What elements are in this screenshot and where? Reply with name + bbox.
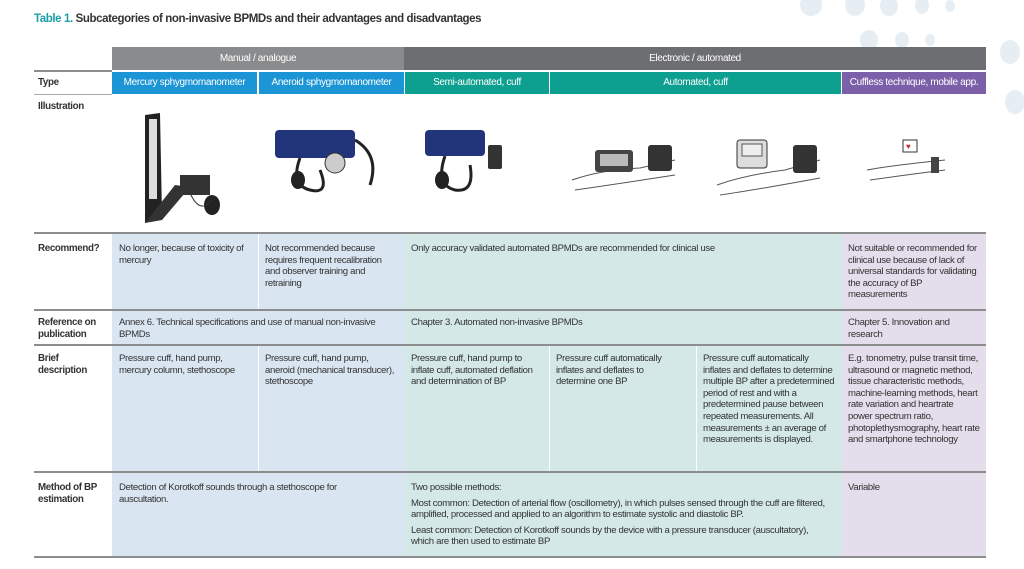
reference-manual: Annex 6. Technical specifications and us… bbox=[119, 317, 376, 340]
mercury-sphygmomanometer-illustration bbox=[145, 113, 220, 223]
type-automated: Automated, cuff bbox=[550, 72, 841, 94]
type-semi-automated: Semi-automated, cuff bbox=[405, 72, 549, 94]
group-header-electronic: Electronic / automated bbox=[404, 47, 986, 70]
type-mercury: Mercury sphygmomanometer bbox=[112, 72, 257, 94]
automated-cuff-illustration bbox=[716, 139, 821, 196]
method-cuffless: Variable bbox=[848, 482, 880, 493]
method-automated-most-common: Most common: Detection of arterial flow … bbox=[411, 497, 825, 521]
row-label-method: Method of BP estimation bbox=[38, 482, 97, 505]
svg-text:♥: ♥ bbox=[906, 142, 911, 151]
table-title: Table 1. Subcategories of non-invasive B… bbox=[34, 13, 482, 25]
automated-cuff-upper-arm-illustration bbox=[571, 145, 676, 191]
reference-automated: Chapter 3. Automated non-invasive BPMDs bbox=[411, 317, 583, 328]
brief-cuffless: E.g. tonometry, pulse transit time, ultr… bbox=[848, 353, 980, 446]
recommend-mercury: No longer, because of toxicity of mercur… bbox=[119, 243, 244, 266]
method-automated-intro: Two possible methods: bbox=[411, 482, 502, 493]
brief-semi-automated: Pressure cuff, hand pump to inflate cuff… bbox=[411, 353, 533, 388]
recommend-aneroid: Not recommended because requires frequen… bbox=[265, 243, 382, 289]
recommend-automated: Only accuracy validated automated BPMDs … bbox=[411, 243, 715, 254]
method-manual: Detection of Korotkoff sounds through a … bbox=[119, 482, 337, 505]
method-automated-least-common: Least common: Detection of Korotkoff sou… bbox=[411, 524, 809, 548]
automated-column-bg bbox=[404, 233, 842, 557]
type-cuffless: Cuffless technique, mobile app. bbox=[842, 72, 986, 94]
aneroid-sphygmomanometer-illustration bbox=[275, 130, 375, 193]
semi-automated-cuff-illustration bbox=[425, 130, 502, 192]
method-automated: Two possible methods: Most common: Detec… bbox=[406, 479, 836, 555]
type-aneroid: Aneroid sphygmomanometer bbox=[259, 72, 404, 94]
brief-automated-multiple: Pressure cuff automatically inflates and… bbox=[703, 353, 835, 446]
row-label-recommend: Recommend? bbox=[38, 243, 100, 254]
row-label-illustration: Illustration bbox=[38, 101, 84, 112]
row-label-brief: Brief description bbox=[38, 353, 87, 376]
reference-cuffless: Chapter 5. Innovation and research bbox=[848, 317, 950, 340]
row-label-type: Type bbox=[38, 77, 59, 88]
group-header-manual: Manual / analogue bbox=[112, 47, 404, 70]
cuffless-column-bg bbox=[842, 233, 986, 557]
brief-automated-one: Pressure cuff automatically inflates and… bbox=[556, 353, 662, 388]
brief-mercury: Pressure cuff, hand pump, mercury column… bbox=[119, 353, 235, 376]
cuffless-wrist-device-illustration: ♥ bbox=[866, 139, 946, 181]
recommend-cuffless: Not suitable or recommended for clinical… bbox=[848, 243, 977, 301]
brief-aneroid: Pressure cuff, hand pump, aneroid (mecha… bbox=[265, 353, 395, 388]
row-label-reference: Reference on publication bbox=[38, 317, 96, 340]
